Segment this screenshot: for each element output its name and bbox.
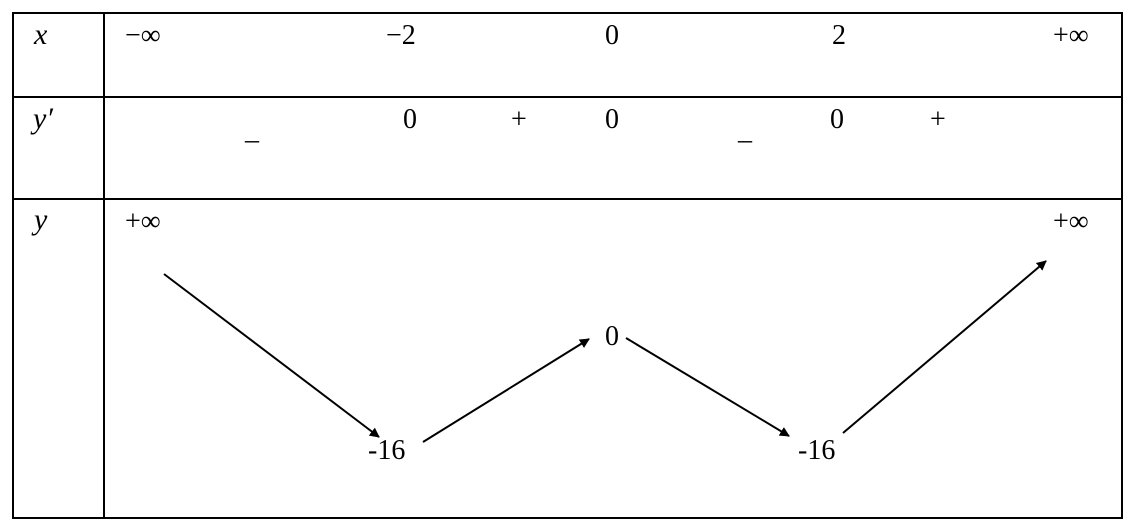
x-value-2: 2 [832,20,846,51]
y-prime-sign-minus-2: _ [738,115,752,146]
arrow-increasing-2 [842,260,1047,434]
y-prime-sign-minus-1: _ [245,115,259,146]
x-value-0: 0 [605,20,619,51]
y-prime-sign-plus-1: + [511,104,527,135]
row-label-y: y [34,203,48,236]
y-right-limit: +∞ [1053,206,1089,237]
row-divider-1 [12,96,1123,98]
y-prime-sign-plus-2: + [930,104,946,135]
y-local-max: 0 [605,321,619,352]
table-border-top [12,12,1123,14]
x-value-pos-inf: +∞ [1053,20,1089,51]
y-prime-zero-2: 0 [605,104,619,135]
table-border-bottom [12,517,1123,519]
y-left-limit: +∞ [125,206,161,237]
table-border-left [12,12,14,519]
x-value-neg-inf: −∞ [125,20,161,51]
y-local-min-right: -16 [798,435,836,466]
table-border-right [1121,12,1123,519]
y-local-min-left: -16 [368,435,406,466]
row-label-x: x [34,18,48,51]
y-prime-zero-1: 0 [403,104,417,135]
row-divider-2 [12,198,1123,200]
arrow-decreasing-1 [163,273,380,438]
x-value-neg-2: −2 [386,20,416,51]
arrow-decreasing-2 [625,337,790,437]
row-label-y-prime: y′ [33,102,53,135]
y-prime-zero-3: 0 [830,104,844,135]
arrow-increasing-1 [422,338,590,443]
label-column-divider [103,12,105,519]
